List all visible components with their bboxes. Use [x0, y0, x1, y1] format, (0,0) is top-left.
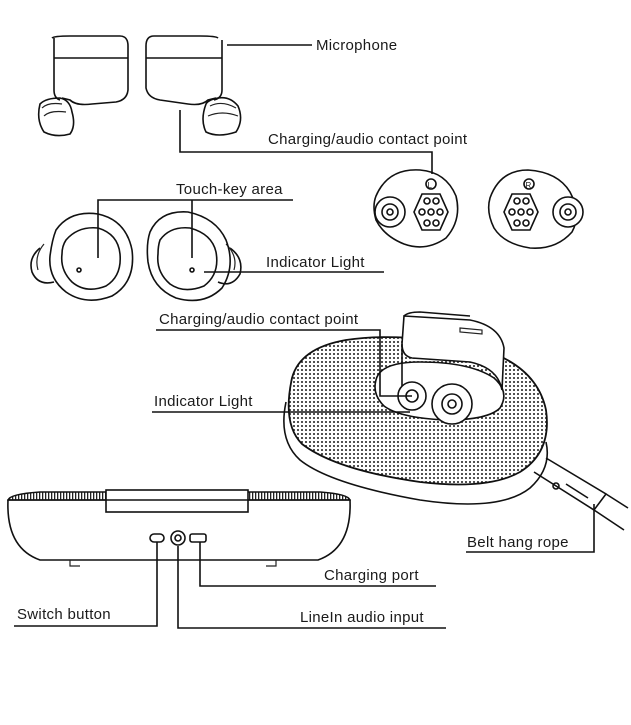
linein-audio-input-label: LineIn audio input — [300, 609, 424, 626]
earbud-side-view-right — [145, 35, 242, 136]
earbud-contact-view-right: R — [487, 169, 584, 249]
earbud-front-view-left — [30, 212, 134, 301]
charging-contact-case-label: Charging/audio contact point — [159, 311, 359, 328]
earbud-right-mark: R — [526, 181, 532, 190]
charging-port-leader-line — [199, 542, 436, 587]
indicator-light-earbud-label: Indicator Light — [266, 254, 365, 271]
touch-key-area-label: Touch-key area — [176, 181, 283, 198]
speaker-front-view — [7, 489, 351, 567]
speaker-case — [283, 311, 629, 531]
switch-button-label: Switch button — [17, 606, 111, 623]
charging-contact-case-leader-line — [156, 329, 412, 397]
earbud-side-view-left — [37, 35, 129, 137]
indicator-light-case-label: Indicator Light — [154, 393, 253, 410]
microphone-label: Microphone — [316, 37, 397, 54]
belt-hang-rope-leader-line — [466, 504, 595, 553]
earbud-contact-view-left: L — [373, 169, 459, 248]
earbud-left-mark: L — [428, 181, 433, 190]
charging-contact-top-leader-line — [179, 110, 433, 174]
touch-key-leader-line — [97, 199, 293, 258]
switch-button-leader-line — [14, 542, 158, 627]
linein-leader-line — [177, 546, 446, 629]
belt-hang-rope-label: Belt hang rope — [467, 534, 569, 551]
charging-contact-top-label: Charging/audio contact point — [268, 131, 468, 148]
charging-port-label: Charging port — [324, 567, 419, 584]
earbud-front-view-right — [146, 211, 242, 302]
